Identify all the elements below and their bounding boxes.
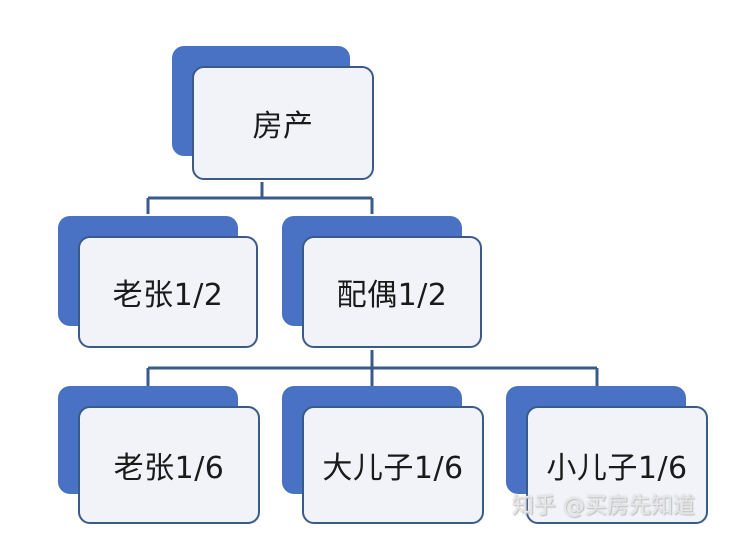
node-spouse-half: 配偶1/2 <box>282 216 482 348</box>
node-elder-son-sixth-label: 大儿子1/6 <box>302 406 484 524</box>
node-elder-son-sixth: 大儿子1/6 <box>282 386 484 524</box>
node-younger-son-sixth: 小儿子1/6 <box>506 386 708 524</box>
connector-root-to-level2 <box>146 182 374 214</box>
node-lao-zhang-sixth-label: 老张1/6 <box>78 406 260 524</box>
node-younger-son-sixth-label: 小儿子1/6 <box>526 406 708 524</box>
node-property: 房产 <box>172 46 374 180</box>
connector-spouse-to-level3 <box>146 350 599 386</box>
node-spouse-half-label: 配偶1/2 <box>302 236 482 348</box>
node-lao-zhang-half: 老张1/2 <box>58 216 258 348</box>
node-property-label: 房产 <box>192 66 374 180</box>
node-lao-zhang-sixth: 老张1/6 <box>58 386 260 524</box>
watermark-text: 知乎 @买房先知道 <box>512 494 695 519</box>
node-lao-zhang-half-label: 老张1/2 <box>78 236 258 348</box>
